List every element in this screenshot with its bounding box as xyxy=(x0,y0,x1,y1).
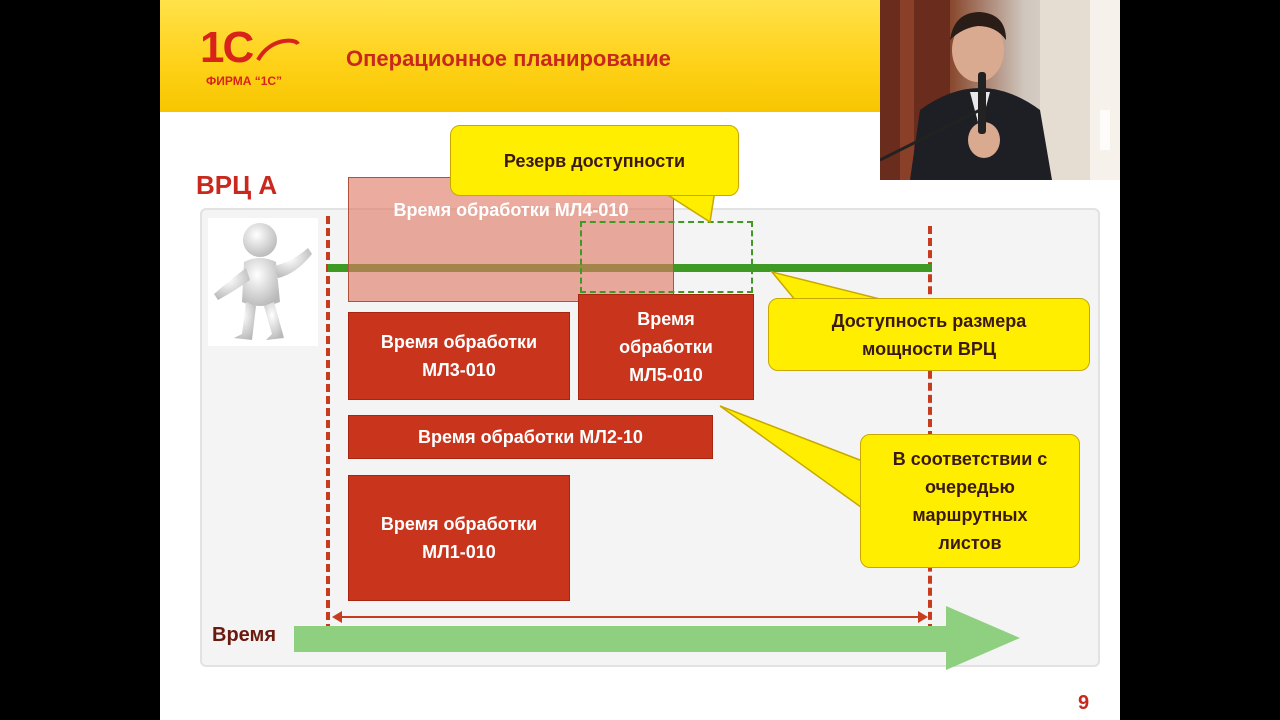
time-axis-label: Время xyxy=(212,624,276,646)
company-logo: 1С ФИРМА “1С” xyxy=(200,26,300,96)
block-ml3-010-label: Время обработки МЛ3-010 xyxy=(380,332,538,380)
start-time-marker xyxy=(326,216,330,644)
page-number: 9 xyxy=(1078,692,1090,714)
time-axis-arrow xyxy=(294,606,1020,670)
work-center-title: ВРЦ А xyxy=(196,170,278,200)
availability-reserve-box xyxy=(580,221,753,293)
presenter-video-overlay xyxy=(880,0,1120,180)
queue-callout-text: В соответствии с очередью маршрутных лис… xyxy=(892,449,1048,553)
capacity-callout-text: Доступность размера мощности ВРЦ xyxy=(831,310,1027,359)
block-ml1-010-label: Время обработки МЛ1-010 xyxy=(380,514,538,562)
block-ml4-010: Время обработки МЛ4-010 xyxy=(348,177,674,302)
time-interval-right-arrow-icon xyxy=(918,611,928,623)
logo-subtitle: ФИРМА “1С” xyxy=(206,74,283,88)
slide-title: Операционное планирование xyxy=(346,46,671,71)
presenter-figure xyxy=(208,218,318,346)
capacity-callout: Доступность размера мощности ВРЦ xyxy=(768,298,1090,371)
queue-callout-pointer xyxy=(719,405,866,512)
block-ml3-010: Время обработки МЛ3-010 xyxy=(348,312,570,400)
queue-callout: В соответствии с очередью маршрутных лис… xyxy=(860,434,1080,568)
block-ml5-010: Время обработки МЛ5-010 xyxy=(578,294,754,400)
block-ml5-010-label: Время обработки МЛ5-010 xyxy=(619,309,713,385)
time-interval-left-arrow-icon xyxy=(332,611,342,623)
presenter-video-icon xyxy=(880,0,1120,180)
logo-mark: 1С xyxy=(200,23,254,72)
reserve-callout: Резерв доступности xyxy=(450,125,739,196)
block-ml2-10: Время обработки МЛ2-10 xyxy=(348,415,713,459)
person-figure-icon xyxy=(214,223,312,340)
logo-swoosh-icon xyxy=(256,38,300,62)
block-ml1-010: Время обработки МЛ1-010 xyxy=(348,475,570,601)
